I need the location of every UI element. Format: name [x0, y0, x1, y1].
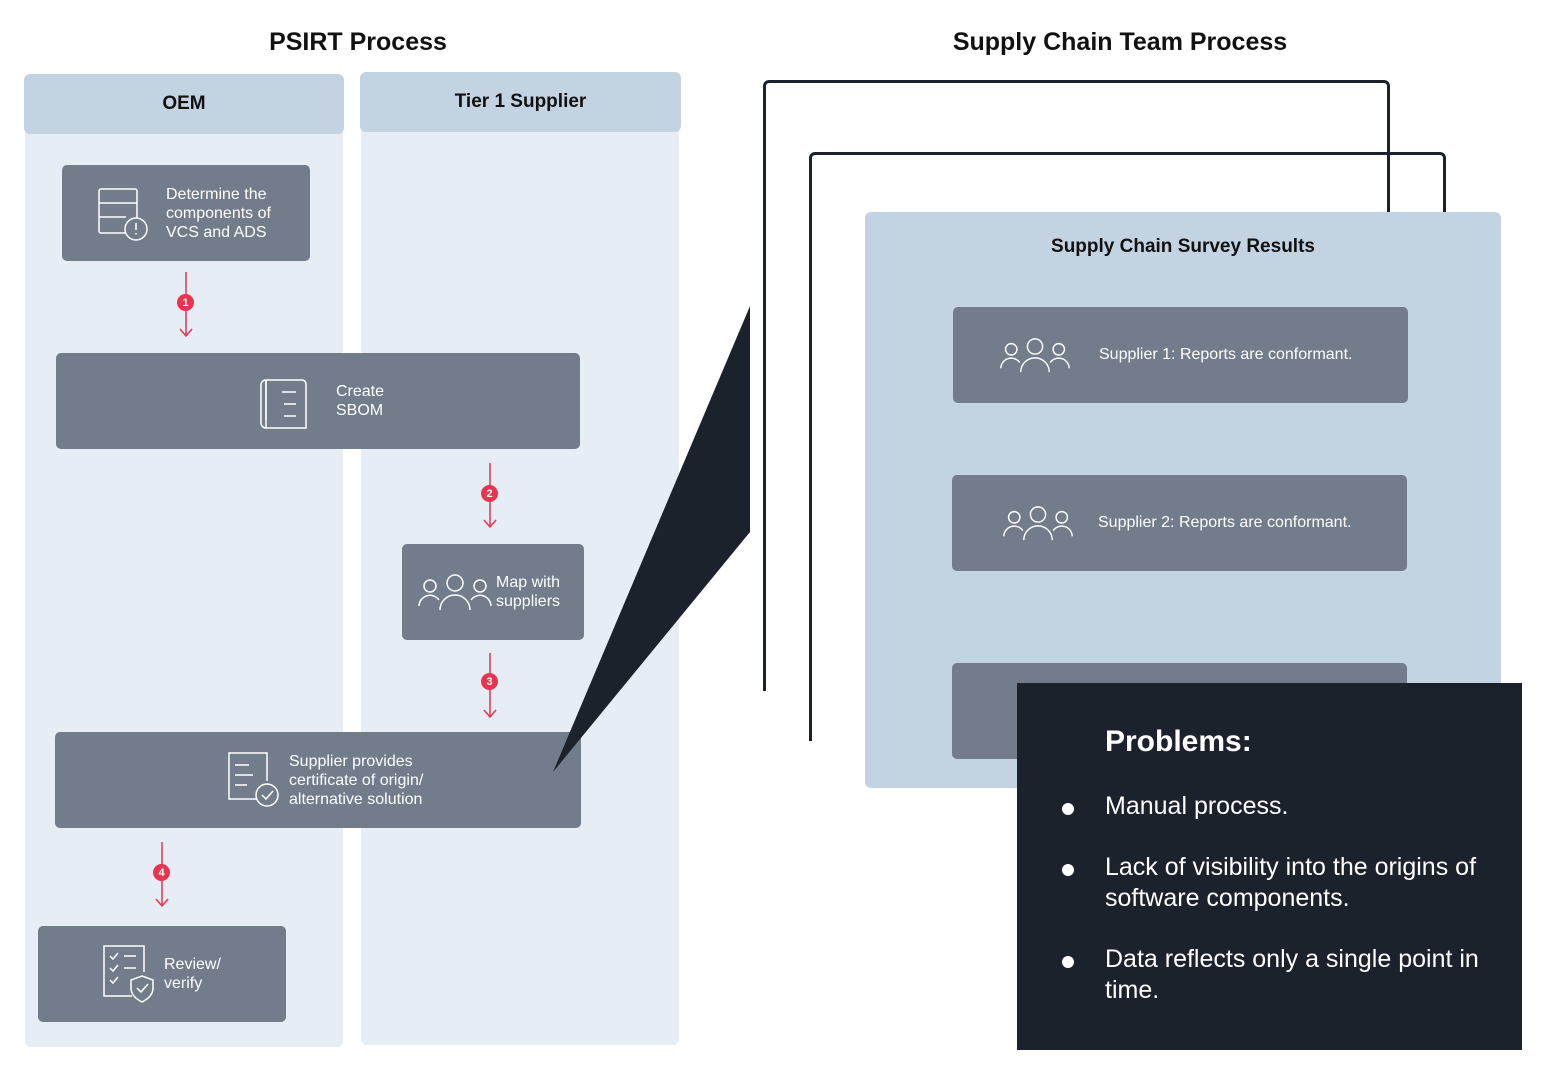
problem-item-text: Data reflects only a single point in tim…	[1105, 945, 1479, 1004]
people-group-icon	[1000, 338, 1070, 373]
arrow-step-3: 3	[480, 653, 500, 719]
problem-item: Lack of visibility into the origins of s…	[1062, 852, 1505, 914]
checklist-shield-icon	[103, 945, 154, 1003]
survey-title: Supply Chain Survey Results	[1051, 236, 1315, 257]
step-badge-2: 2	[481, 485, 498, 502]
create-sbom-text: Create SBOM	[336, 383, 385, 419]
determine-components-text: Determine the components of VCS and ADS	[166, 185, 271, 241]
certificate-of-origin-text: Supplier provides certificate of origin/…	[289, 752, 424, 808]
map-with-suppliers-step: Map with suppliers	[402, 544, 584, 640]
map-with-suppliers-text: Map with suppliers	[496, 574, 561, 610]
review-verify-text: Review/ verify	[164, 956, 221, 992]
oem-lane-header: OEM	[24, 74, 344, 134]
problem-item: Manual process.	[1062, 791, 1505, 822]
document-stack-icon	[260, 379, 307, 429]
supplier-2-result: Supplier 2: Reports are conformant.	[952, 475, 1407, 571]
arrow-step-4: 4	[152, 842, 172, 908]
arrow-step-2: 2	[480, 463, 500, 529]
supplier-1-text: Supplier 1: Reports are conformant.	[1099, 346, 1353, 363]
problems-heading: Problems:	[1105, 725, 1252, 758]
people-group-icon	[418, 574, 492, 611]
people-group-icon	[1003, 506, 1073, 541]
supplier-1-result: Supplier 1: Reports are conformant.	[953, 307, 1408, 403]
problem-item-text: Lack of visibility into the origins of s…	[1105, 853, 1477, 912]
psirt-process-title: PSIRT Process	[269, 28, 447, 56]
problems-panel: Problems: Manual process. Lack of visibi…	[1017, 683, 1522, 1050]
problems-list: Manual process. Lack of visibility into …	[1062, 791, 1505, 1036]
supplier-2-text: Supplier 2: Reports are conformant.	[1098, 514, 1352, 531]
step-badge-4: 4	[153, 864, 170, 881]
certificate-of-origin-step: Supplier provides certificate of origin/…	[55, 732, 581, 828]
tier1-supplier-lane-header: Tier 1 Supplier	[360, 72, 681, 132]
step-badge-1: 1	[177, 294, 194, 311]
step-badge-3: 3	[481, 673, 498, 690]
review-verify-step: Review/ verify	[38, 926, 286, 1022]
supply-chain-process-title: Supply Chain Team Process	[952, 28, 1288, 56]
bullet-icon	[1062, 956, 1074, 968]
bullet-icon	[1062, 803, 1074, 815]
zoom-callout-wedge	[553, 306, 750, 772]
problem-item-text: Manual process.	[1105, 792, 1289, 820]
bullet-icon	[1062, 864, 1074, 876]
arrow-step-1: 1	[176, 272, 196, 338]
server-alert-icon	[98, 188, 148, 241]
determine-components-step: Determine the components of VCS and ADS	[62, 165, 310, 261]
problem-item: Data reflects only a single point in tim…	[1062, 944, 1505, 1006]
create-sbom-step: Create SBOM	[56, 353, 580, 449]
certificate-check-icon	[228, 752, 279, 807]
